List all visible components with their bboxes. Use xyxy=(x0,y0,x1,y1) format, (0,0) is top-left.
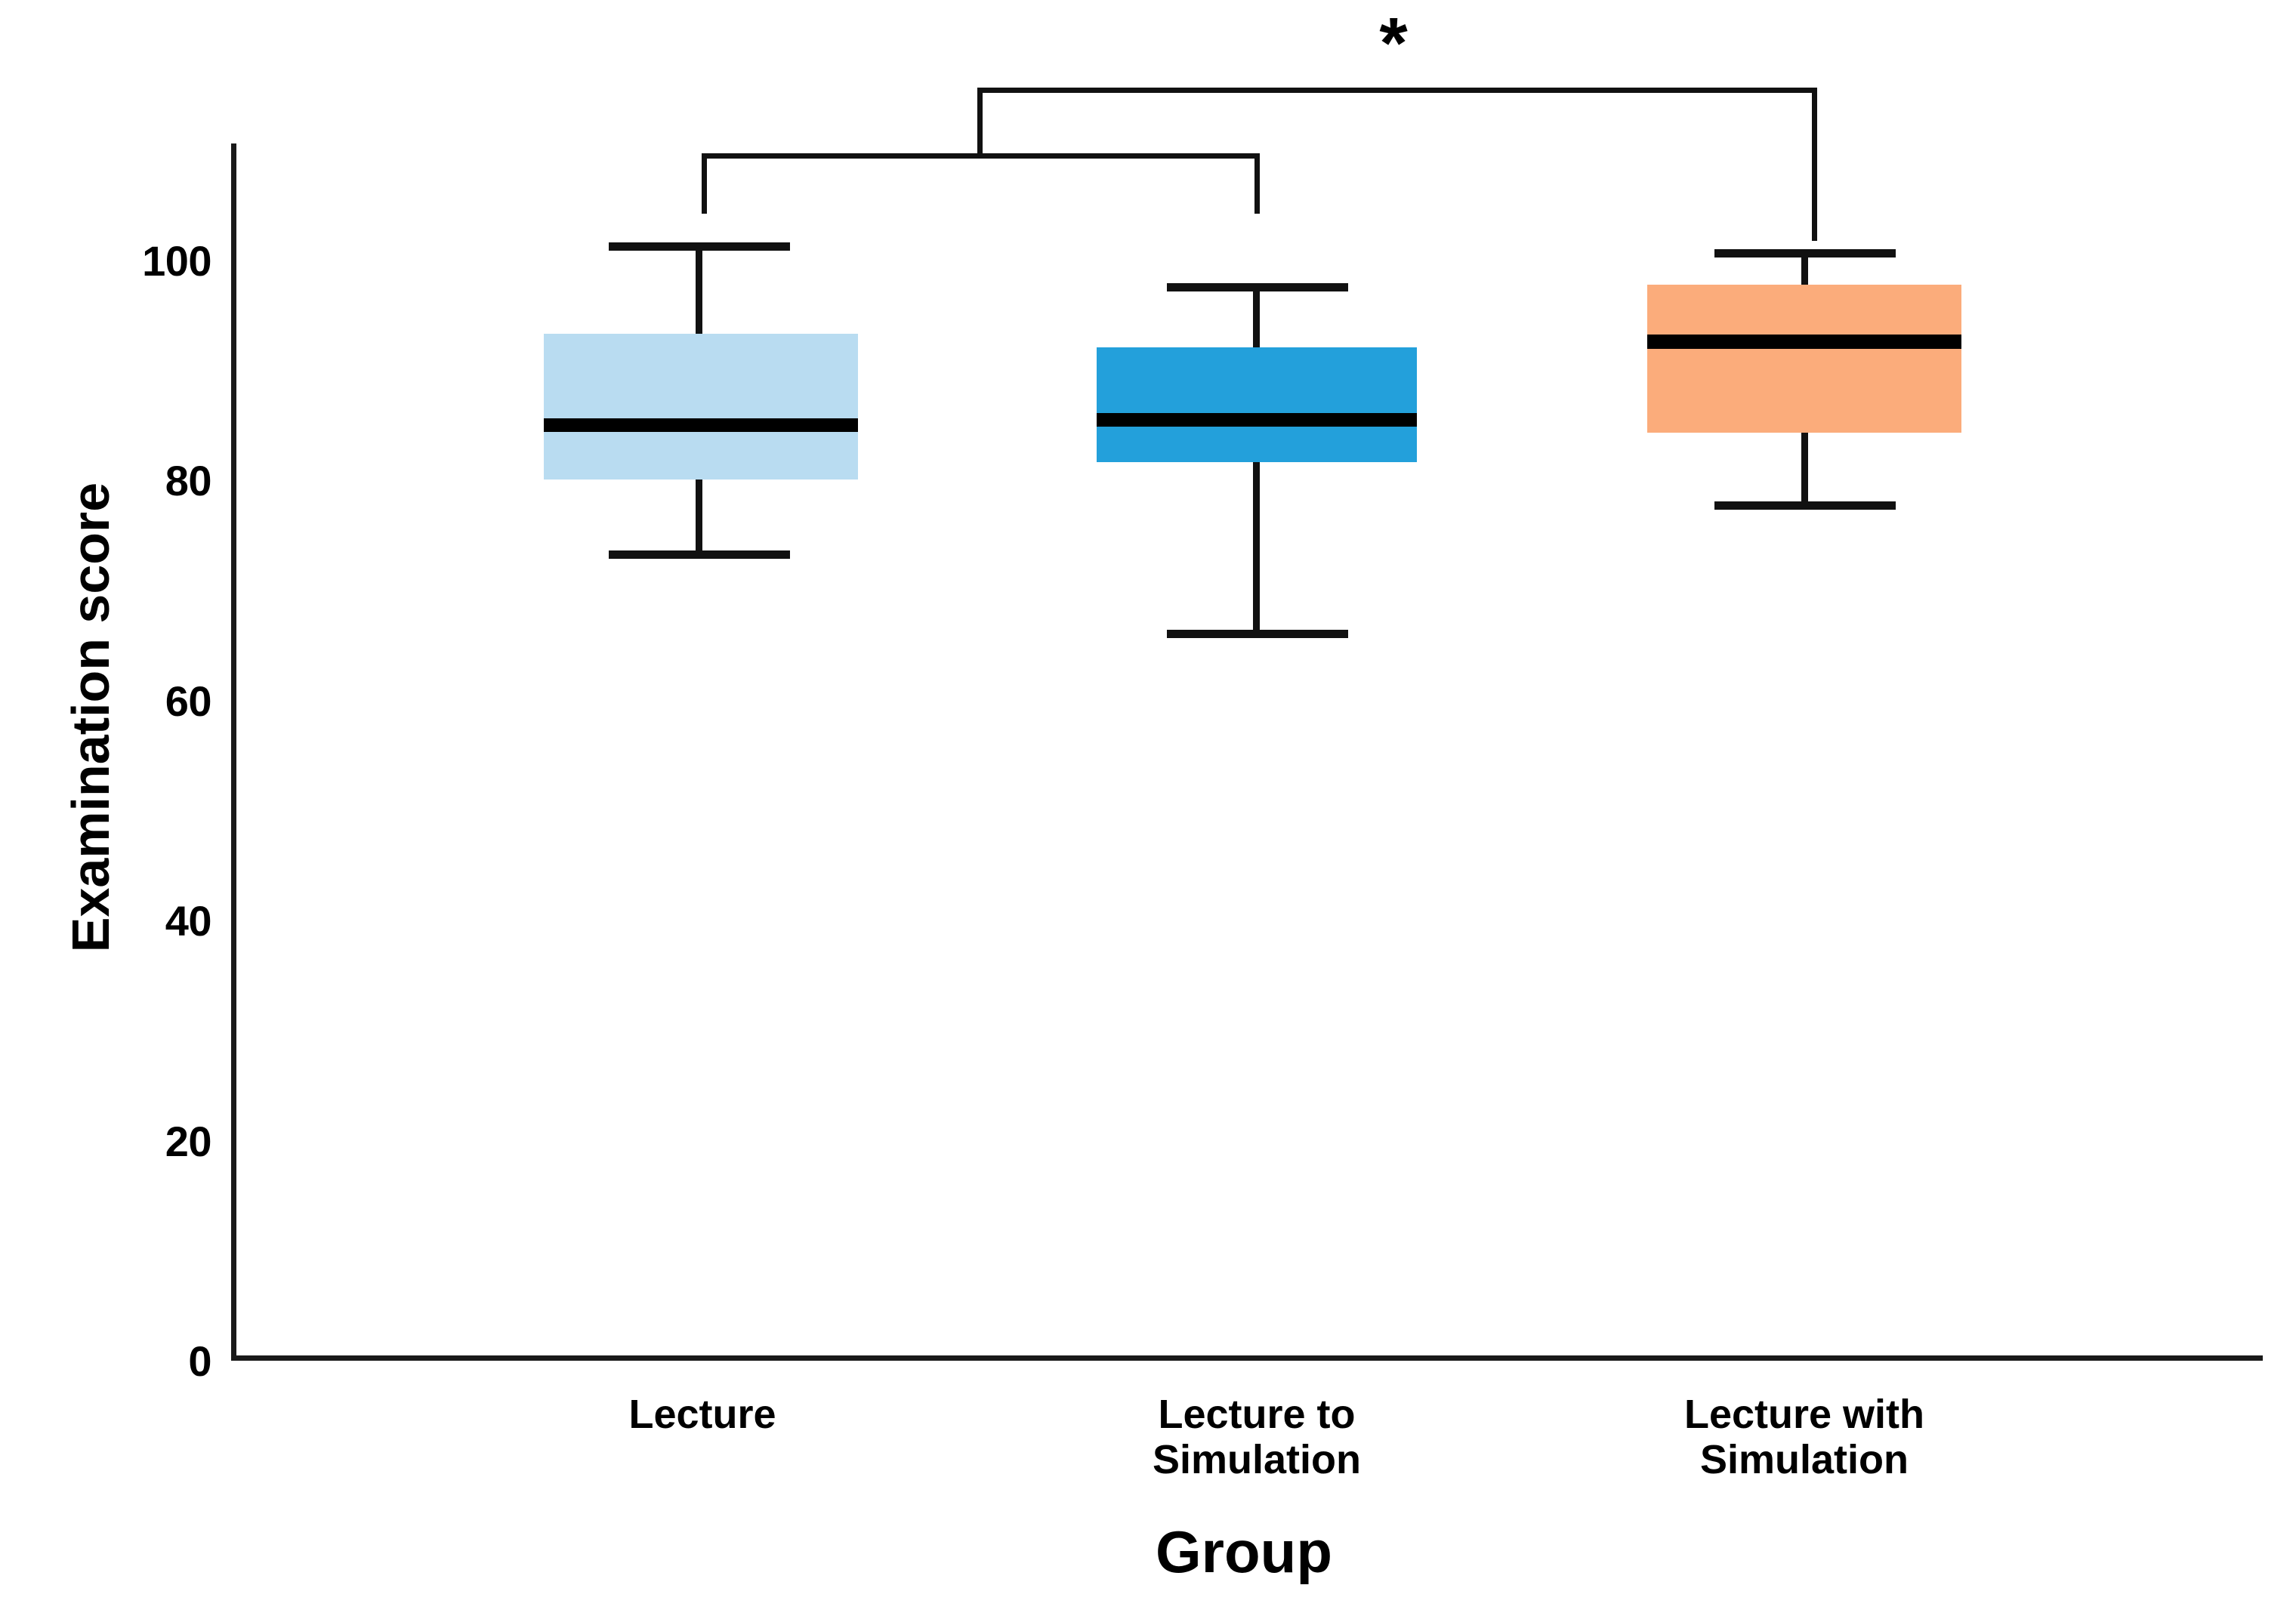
y-axis-title: Examination score xyxy=(61,482,120,953)
box2-upper-whisker-stem xyxy=(1253,287,1260,349)
box1-upper-whisker-cap xyxy=(609,242,790,251)
sig-bracket-connector xyxy=(977,88,983,157)
box1-iqr-rect xyxy=(544,334,858,480)
x-axis-title: Group xyxy=(1156,1519,1332,1585)
sig-bracket-lower-left-arm xyxy=(702,153,707,214)
significance-star: * xyxy=(1379,3,1408,84)
box3-upper-whisker-cap xyxy=(1714,249,1896,257)
box1-lower-whisker-stem xyxy=(696,480,702,555)
y-tick-label-40: 40 xyxy=(165,897,212,945)
x-tick-label-lecture-with-simulation: Lecture with Simulation xyxy=(1616,1392,1993,1483)
box3-median-line xyxy=(1647,335,1961,349)
x-tick-label-lecture-to-simulation: Lecture to Simulation xyxy=(1068,1392,1446,1483)
box2-upper-whisker-cap xyxy=(1167,283,1348,291)
x-axis-line xyxy=(231,1355,2263,1361)
x-tick-label-lecture-to-simulation-line2: Simulation xyxy=(1152,1437,1361,1483)
sig-bracket-lower-right-arm xyxy=(1254,153,1260,214)
sig-bracket-upper-horizontal xyxy=(977,88,1817,93)
box3-lower-whisker-stem xyxy=(1801,433,1808,506)
box1-median-line xyxy=(544,418,858,432)
box2-median-line xyxy=(1097,413,1417,427)
box3-lower-whisker-cap xyxy=(1714,501,1896,510)
y-tick-label-0: 0 xyxy=(188,1337,211,1385)
y-axis-line xyxy=(231,143,236,1361)
box3-iqr-rect xyxy=(1647,285,1961,433)
box2-iqr-rect xyxy=(1097,347,1417,462)
box2-lower-whisker-stem xyxy=(1253,462,1260,634)
y-tick-label-20: 20 xyxy=(165,1118,212,1165)
box3-upper-whisker-stem xyxy=(1801,253,1808,287)
y-tick-label-60: 60 xyxy=(165,677,212,725)
x-tick-label-lecture-with-simulation-line2: Simulation xyxy=(1699,1437,1909,1483)
sig-bracket-upper-right-arm xyxy=(1812,88,1817,241)
x-tick-label-lecture-to-simulation-line1: Lecture to xyxy=(1158,1392,1356,1437)
x-tick-label-lecture-with-simulation-line1: Lecture with xyxy=(1683,1392,1925,1437)
y-tick-label-100: 100 xyxy=(142,237,211,285)
y-tick-label-80: 80 xyxy=(165,457,212,504)
box1-lower-whisker-cap xyxy=(609,550,790,559)
box2-lower-whisker-cap xyxy=(1167,630,1348,638)
x-tick-label-lecture-line1: Lecture xyxy=(628,1392,776,1437)
x-tick-label-lecture: Lecture xyxy=(514,1392,891,1437)
box1-upper-whisker-stem xyxy=(696,245,702,336)
